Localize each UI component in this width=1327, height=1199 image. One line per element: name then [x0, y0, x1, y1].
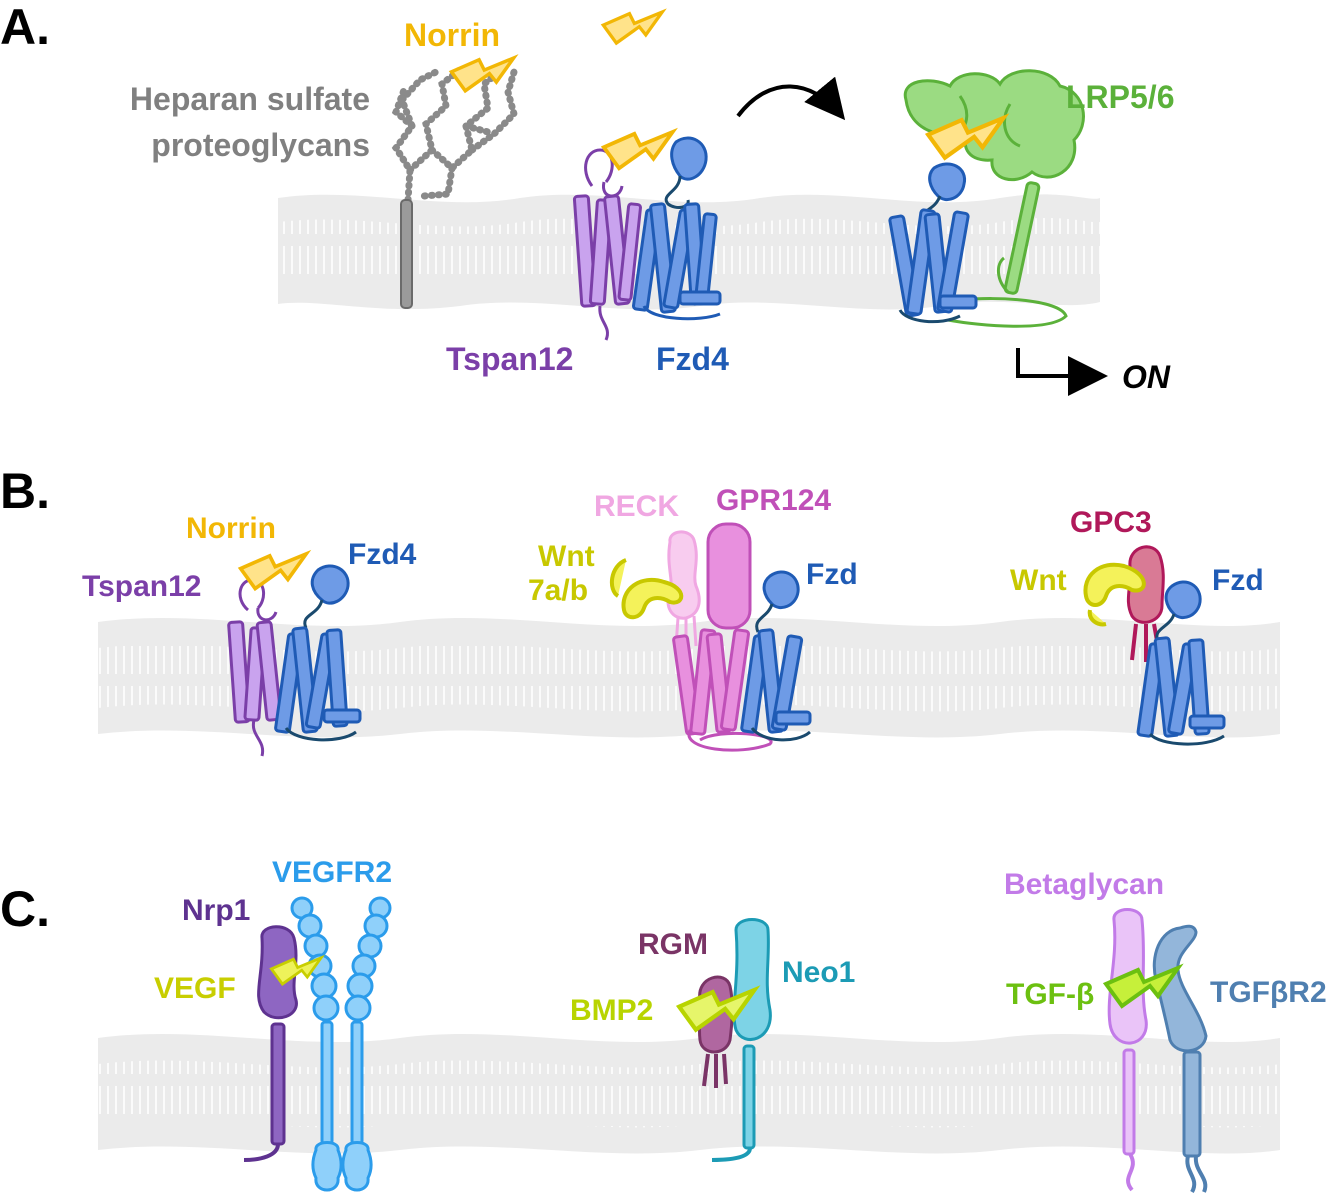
lrp56-label: LRP5/6 — [1066, 79, 1174, 115]
transcription-on-arrow — [1016, 348, 1108, 396]
fzd4-label-a: Fzd4 — [656, 341, 729, 377]
tspan12-protein-b — [227, 578, 283, 757]
hspg-label-line1: Heparan sulfate — [130, 81, 370, 117]
wnt-ligand-right — [1083, 562, 1146, 627]
wnt-7ab-label-line1: Wnt — [538, 540, 595, 573]
nrp1-protein — [243, 925, 298, 1162]
norrin-bolt-top — [603, 12, 662, 43]
wnt-7ab-ligand — [609, 558, 684, 620]
reck-label: RECK — [594, 490, 679, 523]
wnt-7ab-label-line2: 7a/b — [528, 574, 588, 607]
fzd4-protein-right — [888, 162, 978, 324]
tgf-beta-label: TGF-β — [1006, 978, 1094, 1011]
norrin-bolt-b — [241, 554, 306, 589]
tspan12-label-b: Tspan12 — [82, 570, 202, 603]
fzd4-label-b: Fzd4 — [348, 538, 417, 571]
tgfbr2-label: TGFβR2 — [1210, 976, 1327, 1009]
panel-a-label: A. — [0, 0, 50, 55]
hspg-label-line2: proteoglycans — [151, 127, 370, 163]
fzd-label-b-mid: Fzd — [806, 558, 858, 591]
gpc3-protein — [1126, 545, 1165, 662]
fzd4-protein-a — [631, 136, 722, 321]
tgfbr2-receptor — [1152, 924, 1208, 1193]
bmp2-label: BMP2 — [570, 994, 653, 1027]
hspg-glycan-chains — [391, 64, 518, 204]
neo1-label: Neo1 — [782, 956, 855, 989]
gpc3-label: GPC3 — [1070, 506, 1152, 539]
nrp1-label: Nrp1 — [182, 894, 250, 927]
vegf-label: VEGF — [154, 972, 236, 1005]
panel-c-label: C. — [0, 881, 50, 937]
on-label: ON — [1122, 359, 1171, 395]
norrin-bolt-receptor-a — [604, 132, 673, 168]
wnt-label-right: Wnt — [1010, 564, 1067, 597]
hspg-core-protein — [400, 199, 413, 309]
membrane-panel-c — [98, 1033, 1280, 1154]
fzd4-protein-b — [274, 564, 362, 742]
activation-arrow — [736, 76, 846, 121]
tspan12-label-a: Tspan12 — [446, 341, 573, 377]
betaglycan-label: Betaglycan — [1004, 868, 1164, 901]
rgm-label: RGM — [638, 928, 708, 961]
fzd-label-b-right: Fzd — [1212, 564, 1264, 597]
vegfr2-label: VEGFR2 — [272, 856, 392, 889]
panel-b-label: B. — [0, 463, 50, 519]
fzd-protein-b-mid — [740, 570, 812, 742]
fzd-protein-b-right — [1136, 580, 1226, 746]
norrin-label-b: Norrin — [186, 512, 276, 545]
tspan12-protein-a — [572, 148, 642, 341]
vegfr2-receptor — [290, 896, 392, 1192]
gpr124-label: GPR124 — [716, 484, 831, 517]
norrin-label-a: Norrin — [404, 17, 500, 53]
gpr124-protein — [672, 522, 773, 752]
